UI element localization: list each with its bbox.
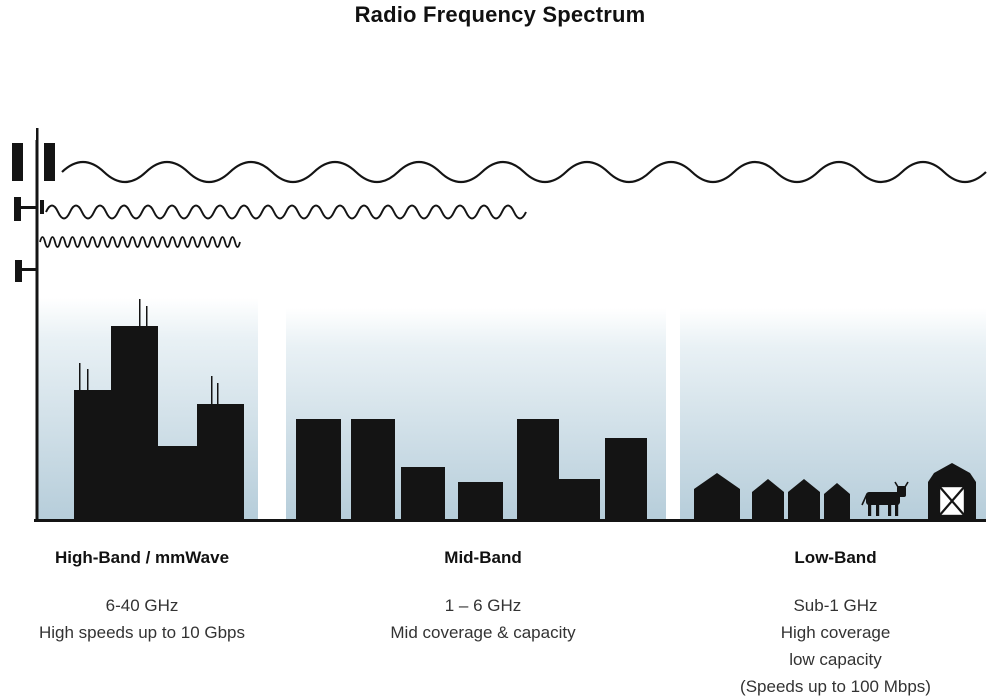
high-band-title: High-Band / mmWave (54, 548, 230, 567)
low-band-desc-line: (Speeds up to 100 Mbps) (740, 677, 931, 696)
low-band-wave-icon (61, 160, 987, 184)
mid-band-wave-icon (45, 204, 527, 220)
mid-band-frequency: 1 – 6 GHz (444, 596, 522, 615)
mid-band-buildings-icon (296, 419, 647, 520)
high-band-wave-icon (39, 236, 241, 248)
low-band-label-block: Low-Band Sub-1 GHz High coverage low cap… (683, 548, 988, 700)
cell-tower-icon (12, 128, 55, 520)
house-icon (752, 479, 784, 520)
radio-waves (39, 160, 987, 248)
low-band-title: Low-Band (794, 548, 877, 567)
high-band-label-block: High-Band / mmWave 6-40 GHz High speeds … (12, 548, 272, 646)
low-band-desc-line: low capacity (789, 650, 882, 669)
house-icon (824, 483, 850, 520)
high-band-desc-line: High speeds up to 10 Gbps (38, 623, 246, 642)
mid-band-label-block: Mid-Band 1 – 6 GHz Mid coverage & capaci… (318, 548, 648, 646)
low-band-desc-line: High coverage (780, 623, 891, 642)
barn-icon (928, 463, 976, 520)
cow-icon (861, 481, 909, 516)
mid-band-desc-line: Mid coverage & capacity (390, 623, 576, 642)
page-title: Radio Frequency Spectrum (354, 2, 646, 27)
house-icon (788, 479, 820, 520)
high-band-frequency: 6-40 GHz (105, 596, 179, 615)
house-icon (694, 473, 740, 520)
high-band-city-skyline-icon (74, 299, 244, 520)
low-band-rural-scene (694, 463, 976, 520)
mid-band-title: Mid-Band (444, 548, 522, 567)
low-band-frequency: Sub-1 GHz (793, 596, 878, 615)
